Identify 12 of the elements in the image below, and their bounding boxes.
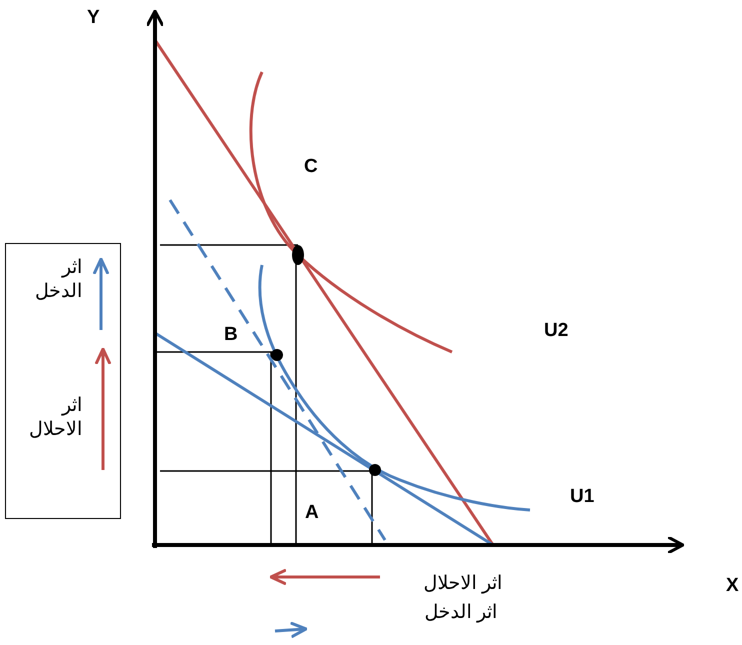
point-label: C <box>304 157 318 176</box>
axis-label: Y <box>87 8 100 27</box>
axis-label: X <box>726 576 739 595</box>
curve-label: U2 <box>544 321 568 340</box>
curve-label: U1 <box>570 487 594 506</box>
point-label: B <box>224 325 238 344</box>
point-label: A <box>305 503 319 522</box>
legend-box <box>5 243 121 519</box>
effect-label: اثر الدخل <box>424 603 497 622</box>
effect-label: اثر الدخل <box>34 256 82 304</box>
effect-label: اثر الاحلال <box>28 394 82 442</box>
effect-label: اثر الاحلال <box>424 574 502 593</box>
